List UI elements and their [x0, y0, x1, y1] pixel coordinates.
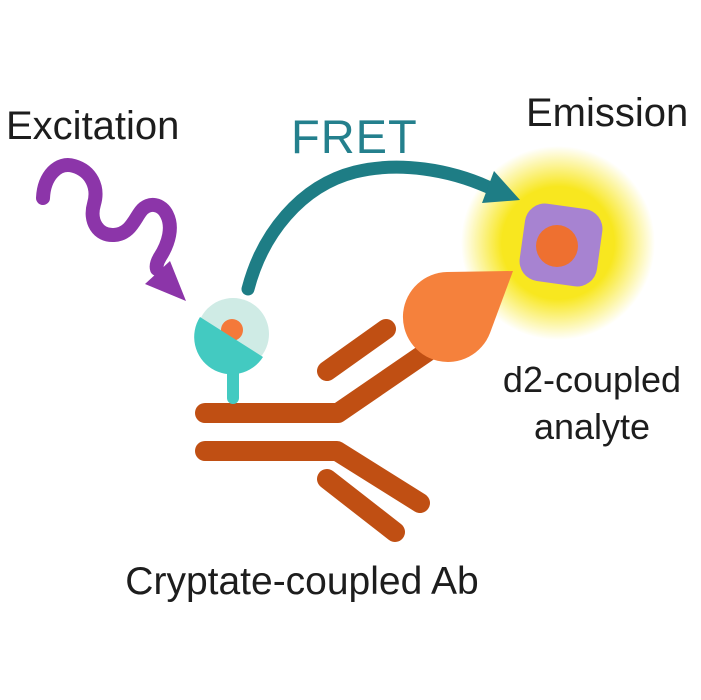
- antibody-shape: [195, 319, 453, 542]
- analyte-label-line2: analyte: [533, 406, 651, 447]
- antibody-label: Cryptate-coupled Ab: [125, 560, 479, 603]
- cryptate-half-segment: [194, 317, 263, 375]
- analyte-label: d2-coupled analyte: [462, 356, 701, 450]
- excitation-wave-arrow-icon: [36, 158, 186, 301]
- excitation-label: Excitation: [6, 104, 180, 148]
- acceptor-core-dot: [536, 225, 578, 267]
- antibody-heavy-chain-bottom: [195, 441, 430, 513]
- antibody-light-chain-top: [317, 319, 396, 381]
- fret-arrow-shaft: [241, 160, 495, 296]
- excitation-arrowhead: [145, 261, 186, 301]
- analyte-teardrop: [402, 271, 513, 362]
- antibody-light-chain-bottom: [317, 469, 405, 542]
- fret-label: FRET: [291, 110, 418, 163]
- acceptor-fluorophore: [519, 203, 603, 287]
- excitation-arrow-shaft: [36, 158, 177, 276]
- antibody-heavy-chain-top: [195, 331, 453, 423]
- analyte-label-line1: d2-coupled: [502, 359, 682, 400]
- cryptate-donor: [194, 298, 269, 404]
- fret-arrow-icon: [241, 160, 520, 296]
- emission-label: Emission: [526, 91, 689, 135]
- fret-arrowhead: [482, 171, 520, 203]
